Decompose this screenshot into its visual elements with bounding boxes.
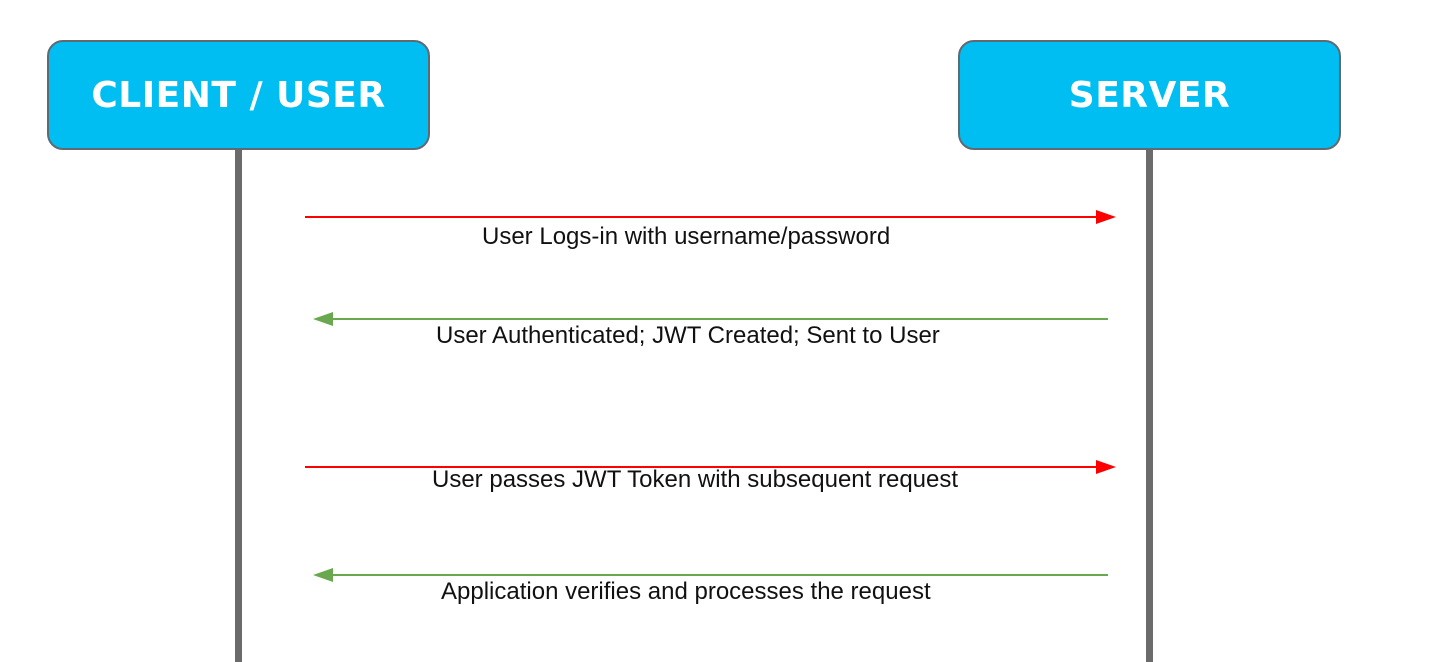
message-arrow-2 xyxy=(313,312,1108,326)
client-user-label: CLIENT / USER xyxy=(91,74,386,116)
message-arrow-4 xyxy=(313,568,1108,582)
message-arrow-3 xyxy=(305,460,1116,474)
message-label-verify: Application verifies and processes the r… xyxy=(441,578,931,605)
message-arrow-1 xyxy=(305,210,1116,224)
message-label-login: User Logs-in with username/password xyxy=(482,223,891,250)
message-label-pass-token: User passes JWT Token with subsequent re… xyxy=(432,466,959,493)
client-lifeline xyxy=(235,150,242,662)
message-label-authenticated: User Authenticated; JWT Created; Sent to… xyxy=(436,322,940,349)
server-label: SERVER xyxy=(1068,74,1231,116)
server-actor-box: SERVER xyxy=(958,40,1341,150)
server-lifeline xyxy=(1146,150,1153,662)
client-user-actor-box: CLIENT / USER xyxy=(47,40,430,150)
